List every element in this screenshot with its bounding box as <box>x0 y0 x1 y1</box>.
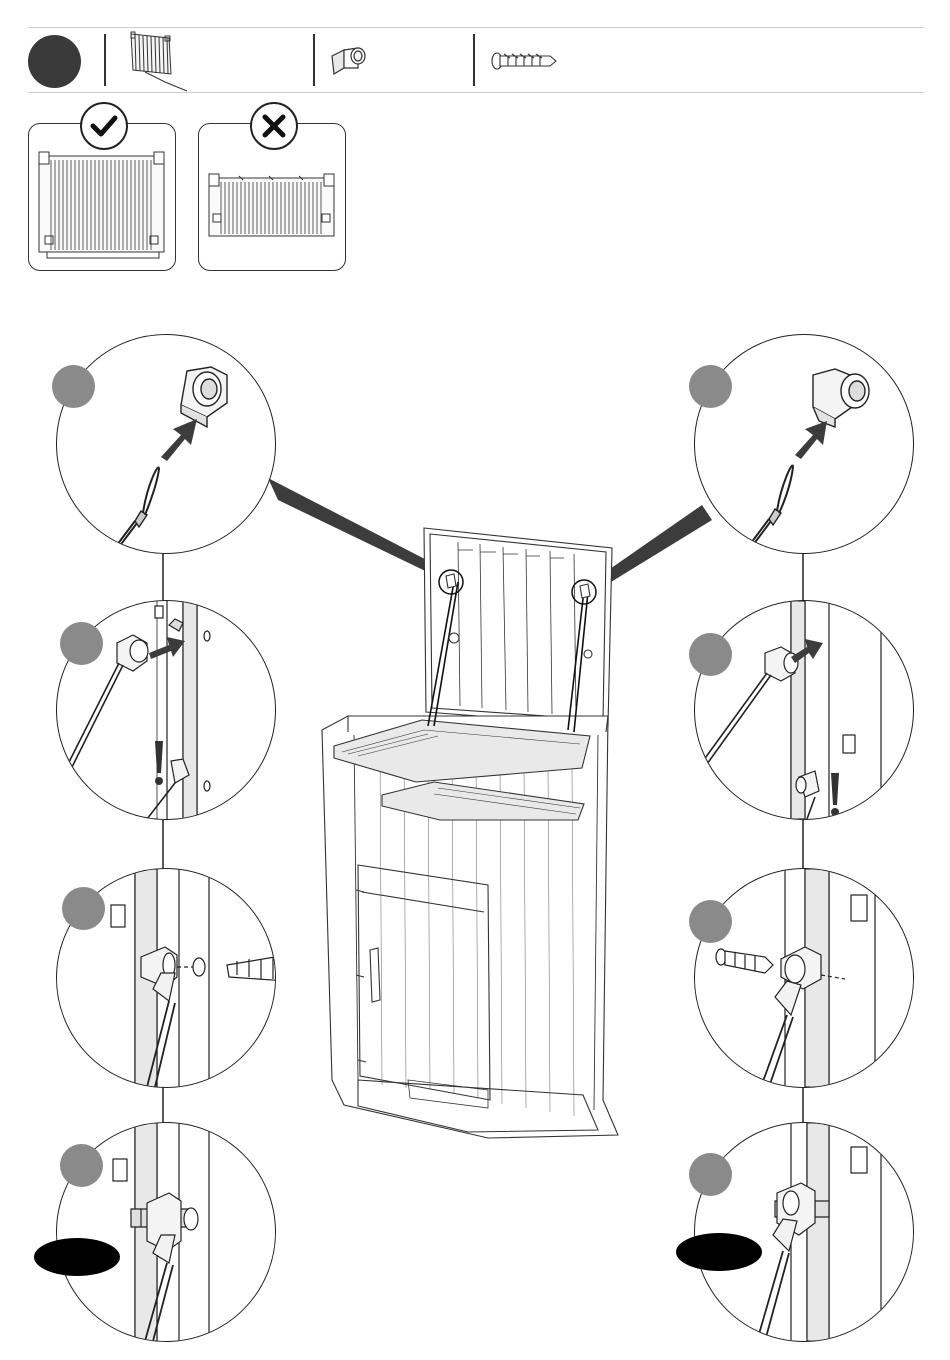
storage-cabinet-illustration <box>318 520 623 1145</box>
exclamation-icon <box>155 741 163 785</box>
cable-loop-to-bracket-icon <box>695 335 913 553</box>
detail-number-right-3 <box>689 900 732 943</box>
detail-number-left-3 <box>62 887 105 930</box>
cable-loop-to-bracket-icon <box>57 335 275 553</box>
detail-circle-left-1 <box>56 334 276 554</box>
detail-number-right-2 <box>689 633 732 676</box>
anchor-installed-icon <box>695 1123 913 1341</box>
tool-callout-left <box>34 1238 120 1276</box>
detail-number-right-1 <box>689 365 732 408</box>
detail-number-left-2 <box>60 622 103 665</box>
anchor-insert-icon <box>695 869 913 1087</box>
detail-number-right-4 <box>689 1153 732 1196</box>
detail-circle-right-4 <box>694 1122 914 1342</box>
detail-number-left-4 <box>60 1144 103 1187</box>
tool-callout-right <box>676 1233 762 1271</box>
bracket-insert-into-wall-icon <box>695 601 913 819</box>
detail-circle-right-1 <box>694 334 914 554</box>
detail-circle-right-2 <box>694 600 914 820</box>
detail-circle-right-3 <box>694 868 914 1088</box>
detail-number-left-1 <box>52 365 95 408</box>
exclamation-icon <box>831 773 839 816</box>
